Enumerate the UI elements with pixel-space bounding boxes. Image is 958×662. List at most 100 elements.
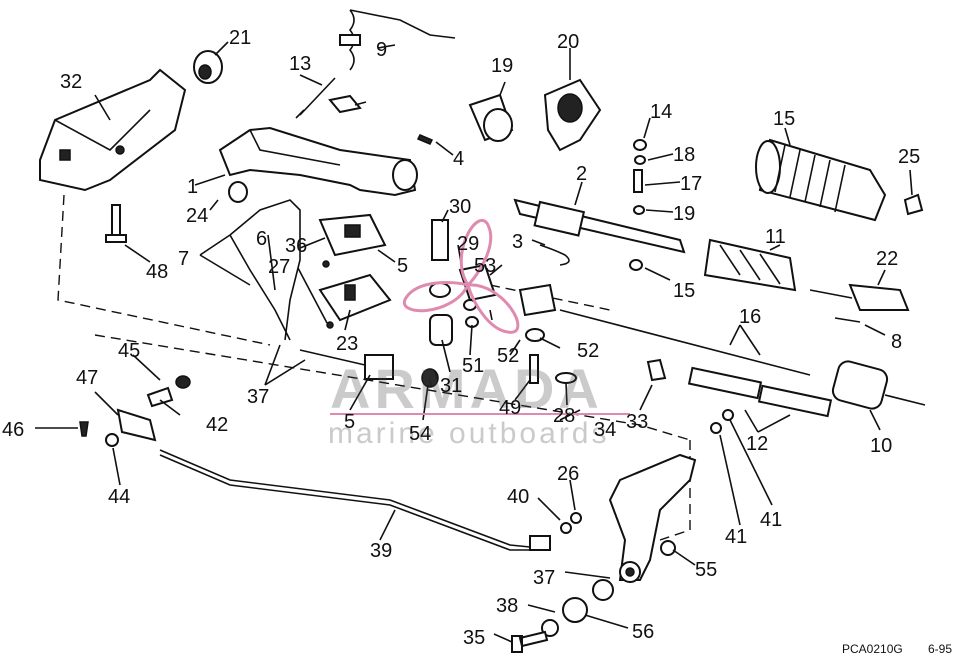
callout-number: 46 — [2, 419, 24, 441]
callout-number: 5 — [397, 255, 408, 277]
part-screw-head — [322, 260, 330, 268]
assembly-dashed-line — [489, 284, 611, 311]
part-wire — [229, 199, 301, 341]
callout-number: 45 — [118, 340, 140, 362]
callout-number: 22 — [876, 248, 898, 270]
callout-number: 52 — [497, 345, 519, 367]
part-bushing — [592, 579, 614, 601]
callout-number: 2 — [576, 163, 587, 185]
part-tubes — [687, 366, 833, 418]
leader-lines — [35, 41, 913, 643]
propeller-blade — [459, 219, 493, 288]
callout-number: 10 — [870, 435, 892, 457]
callout-number: 30 — [449, 196, 471, 218]
callout-number: 52 — [577, 340, 599, 362]
part-control-rod — [159, 449, 541, 549]
date-code: 6-95 — [928, 642, 952, 656]
catalog-code: PCA0210G — [842, 642, 903, 656]
part-pin — [416, 134, 434, 145]
callout-numbers: 1 2 3 4 5 5 6 7 8 9 10 11 12 13 14 15 15… — [2, 27, 920, 649]
watermark-propeller-icon — [402, 219, 520, 334]
part-bracket — [39, 68, 187, 192]
callout-number: 39 — [370, 540, 392, 562]
callout-number: 25 — [898, 146, 920, 168]
callout-number: 9 — [376, 39, 387, 61]
callout-number: 11 — [765, 226, 786, 248]
callout-number: 15 — [773, 108, 795, 130]
callout-number: 56 — [632, 621, 654, 643]
propeller-blade — [466, 283, 520, 334]
part-cap — [193, 50, 223, 84]
callout-number: 51 — [462, 355, 484, 377]
assembly-dashed-line — [57, 194, 271, 346]
part-throttle-end — [809, 283, 910, 311]
part-clip — [646, 358, 667, 382]
callout-number: 48 — [146, 261, 168, 283]
callout-number: 14 — [650, 101, 672, 123]
part-washer — [660, 540, 676, 556]
part-control-rod — [159, 454, 540, 551]
callout-number: 44 — [108, 486, 130, 508]
callout-number: 12 — [746, 433, 768, 455]
callout-number: 41 — [725, 526, 747, 548]
watermark-tagline: marine outboards — [328, 417, 609, 450]
callout-number: 20 — [557, 31, 579, 53]
callout-number: 4 — [453, 148, 464, 170]
part-weight — [831, 360, 926, 410]
part-sleeve — [468, 93, 514, 142]
callout-number: 1 — [187, 176, 198, 198]
callout-number: 42 — [206, 414, 228, 436]
watermark: ARMADA marine outboards — [328, 219, 630, 450]
part-nut — [421, 368, 439, 388]
callout-number: 36 — [285, 235, 307, 257]
part-housing — [218, 126, 418, 197]
callout-number: 38 — [496, 595, 518, 617]
callout-number: 37 — [247, 386, 269, 408]
callout-number: 33 — [626, 411, 648, 433]
callout-number: 16 — [739, 306, 761, 328]
part-screw-head — [326, 321, 334, 329]
part-collar — [543, 78, 602, 152]
callout-number: 18 — [673, 144, 695, 166]
part-end-cap — [903, 193, 924, 216]
part-screw — [295, 77, 336, 119]
callout-number: 8 — [891, 331, 902, 353]
part-cage — [703, 238, 797, 292]
part-clip — [328, 94, 362, 114]
part-rod-end — [529, 535, 551, 551]
callout-number: 35 — [463, 627, 485, 649]
callout-number: 49 — [499, 397, 521, 419]
part-pin — [529, 354, 539, 384]
callout-number: 54 — [409, 423, 431, 445]
part-bushing — [562, 597, 588, 623]
callout-number: 28 — [553, 405, 575, 427]
part-bushing-lower — [429, 314, 453, 346]
part-grip — [755, 138, 887, 222]
part-bracket-plate — [318, 273, 392, 322]
assembly-dashed-line — [94, 334, 691, 441]
watermark-brand: ARMADA — [330, 357, 603, 420]
callout-number: 13 — [289, 53, 311, 75]
callout-number: 15 — [673, 280, 695, 302]
part-wire — [229, 234, 291, 341]
part-throttle-cam — [518, 283, 557, 317]
callout-number: 40 — [507, 486, 529, 508]
callout-number: 6 — [256, 228, 267, 250]
assembly-dashed-line — [659, 440, 691, 541]
part-small-fasteners — [629, 139, 647, 271]
callout-number: 19 — [673, 203, 695, 225]
callout-number: 32 — [60, 71, 82, 93]
part-cable — [559, 309, 811, 376]
propeller-blade — [402, 281, 471, 313]
callout-number: 29 — [457, 233, 479, 255]
part-washer — [710, 422, 722, 434]
callout-number: 21 — [229, 27, 251, 49]
part-screw — [570, 512, 582, 524]
part-spring-clip — [539, 244, 570, 266]
callout-number: 47 — [76, 367, 98, 389]
part-bushing — [228, 181, 248, 203]
part-washer — [525, 328, 545, 342]
callout-number: 31 — [440, 375, 462, 397]
callout-number: 24 — [186, 205, 208, 227]
